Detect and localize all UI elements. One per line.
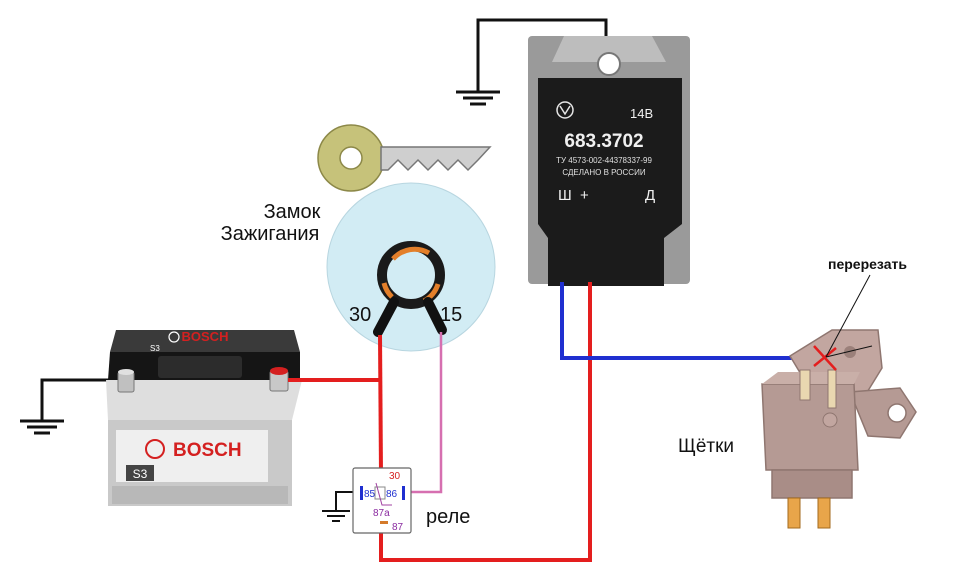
power-wires bbox=[288, 282, 592, 562]
terminal-30-pin bbox=[373, 297, 399, 337]
relay-pin-30: 30 bbox=[389, 471, 401, 482]
regulator-model: 683.3702 bbox=[564, 131, 643, 152]
ignition-switch: 30 15 bbox=[326, 182, 496, 352]
battery-brand-front: BOSCH bbox=[173, 440, 242, 461]
regulator-terminal-sh: Ш bbox=[558, 187, 572, 204]
ignition-label-line1: Замок bbox=[264, 201, 321, 223]
regulator-made-in: СДЕЛАНО В РОССИИ bbox=[562, 168, 645, 177]
relay-pin-87: 87 bbox=[392, 522, 404, 533]
voltage-regulator: 14В 683.3702 ТУ 4573-002-44378337-99 СДЕ… bbox=[528, 36, 690, 286]
battery-brand-top: BOSCH bbox=[182, 329, 229, 344]
brush-2 bbox=[817, 497, 831, 529]
field-wire bbox=[560, 282, 818, 360]
relay-pin-85: 85 bbox=[364, 489, 376, 500]
relay-pin-86: 86 bbox=[386, 489, 398, 500]
ignition-ring bbox=[377, 241, 445, 309]
ignition-key-icon bbox=[317, 124, 492, 192]
terminal-15-pin bbox=[423, 297, 447, 335]
relay: 30 85 86 87a 87 bbox=[352, 467, 412, 534]
relay-label: реле bbox=[426, 506, 470, 528]
regulator-voltage: 14В bbox=[630, 106, 653, 121]
regulator-terminal-plus: + bbox=[580, 187, 589, 204]
brush-1 bbox=[787, 497, 801, 529]
battery-model-top: S3 bbox=[150, 344, 160, 353]
factory-logo-icon bbox=[556, 101, 574, 119]
regulator-terminal-d: Д bbox=[645, 187, 655, 204]
regulator-spec: ТУ 4573-002-44378337-99 bbox=[556, 156, 652, 165]
relay-ground bbox=[322, 491, 358, 522]
brushes-label: Щётки bbox=[678, 436, 734, 457]
ignition-disc bbox=[326, 182, 496, 352]
signal-wire bbox=[402, 332, 443, 494]
brush-holder bbox=[761, 329, 917, 529]
bosch-logo-icon bbox=[168, 331, 180, 343]
terminal-30-label: 30 bbox=[349, 304, 371, 326]
battery-model-front: S3 bbox=[133, 467, 148, 481]
brush-mount-hole bbox=[887, 403, 907, 423]
cut-label: перерезать bbox=[828, 256, 907, 272]
terminal-15-label: 15 bbox=[440, 304, 462, 326]
cut-mark-icon bbox=[813, 274, 873, 371]
mounting-hole bbox=[597, 52, 621, 76]
relay-body bbox=[352, 467, 412, 534]
battery: BOSCH S3 BOSCH S3 bbox=[106, 329, 302, 506]
battery-ground bbox=[20, 378, 120, 435]
battery-top-rim bbox=[110, 330, 300, 352]
regulator-body bbox=[538, 78, 682, 286]
bosch-front-logo-icon bbox=[145, 439, 165, 459]
relay-pin-87a: 87a bbox=[373, 508, 390, 519]
ignition-label-line2: Зажигания bbox=[221, 223, 320, 245]
battery-shoulder bbox=[106, 380, 302, 420]
